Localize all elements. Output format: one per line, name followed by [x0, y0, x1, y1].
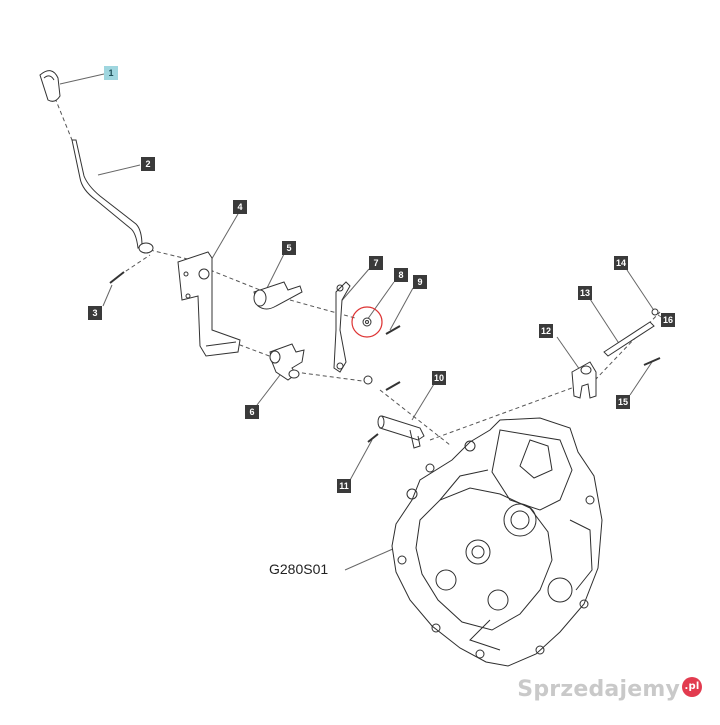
watermark-badge: .pl	[682, 677, 702, 697]
part-2-lever	[71, 139, 154, 254]
part-5-arm	[253, 281, 303, 310]
callout-15: 15	[616, 395, 630, 409]
watermark: Sprzedajemy.pl	[517, 677, 702, 702]
callout-14: 14	[614, 256, 628, 270]
assembly-code-label: G280S01	[269, 561, 329, 577]
part-1-knob	[39, 70, 61, 102]
part-7-link	[333, 281, 351, 373]
part-12-fork	[571, 361, 597, 399]
part-9-bolt	[363, 325, 401, 391]
leader-lines	[59, 73, 667, 571]
part-11-pin	[367, 433, 379, 443]
part-16-pin	[643, 357, 661, 366]
part-6-selector	[269, 343, 305, 381]
callout-7: 7	[369, 256, 383, 270]
transmission-housing	[391, 417, 603, 667]
alignment-lines	[54, 97, 661, 446]
callout-2: 2	[141, 157, 155, 171]
callout-11: 11	[337, 479, 351, 493]
part-4-bracket	[177, 251, 241, 357]
part-10-shaft	[377, 415, 425, 449]
callout-4: 4	[233, 200, 247, 214]
callout-3: 3	[88, 306, 102, 320]
callout-13: 13	[578, 286, 592, 300]
callout-5: 5	[282, 241, 296, 255]
part-14-ring	[651, 308, 659, 316]
callout-8: 8	[394, 268, 408, 282]
callout-6: 6	[245, 405, 259, 419]
callout-1: 1	[104, 66, 118, 80]
part-3-pin	[109, 271, 125, 284]
callout-16: 16	[661, 313, 675, 327]
callout-12: 12	[539, 324, 553, 338]
callout-10: 10	[432, 371, 446, 385]
callout-9: 9	[413, 275, 427, 289]
part-13-rod	[603, 321, 655, 357]
watermark-text: Sprzedajemy	[517, 677, 680, 702]
part-8-nut	[351, 306, 383, 338]
